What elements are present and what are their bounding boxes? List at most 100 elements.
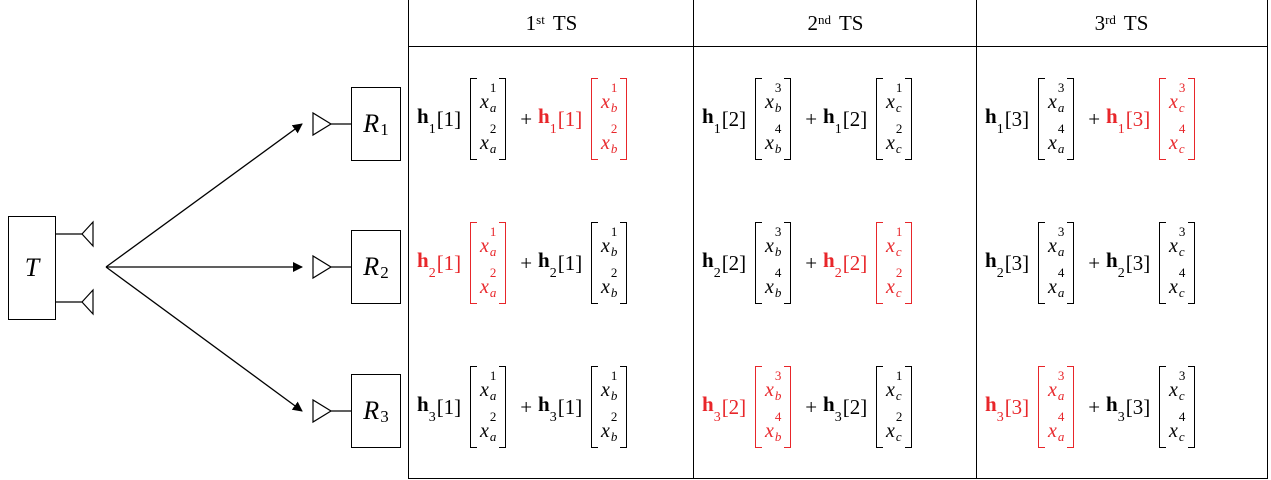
symbol-base: x: [1169, 379, 1178, 402]
symbol-subscript: a: [1057, 99, 1065, 115]
channel-user-index: 3: [834, 409, 842, 425]
symbol-subscript: a: [489, 428, 497, 444]
symbol-superscript: 2: [610, 408, 618, 424]
channel-user-index: 2: [1117, 265, 1125, 281]
channel-symbol: h2: [985, 248, 1004, 281]
symbol-base: x: [1047, 276, 1057, 299]
plus-sign: +: [1088, 394, 1101, 419]
channel-user-index: 1: [428, 121, 436, 137]
plus-sign: +: [520, 250, 533, 275]
symbol-base: x: [601, 91, 610, 114]
receiver-letter: R: [363, 396, 380, 425]
channel-symbol: h1: [538, 104, 557, 137]
channel-slot-index: [2]: [842, 394, 868, 419]
symbol-subscript: c: [895, 284, 902, 300]
symbol-base: x: [479, 235, 489, 258]
symbol-subscript: c: [895, 243, 902, 259]
transmitter-box: T: [8, 216, 56, 320]
symbol-subscript: c: [1178, 428, 1185, 444]
channel-slot-index: [3]: [1125, 106, 1151, 131]
channel-slot-index: [3]: [1004, 106, 1030, 131]
symbol-base: x: [886, 379, 895, 402]
symbol-superscript: 4: [774, 408, 782, 424]
symbol-subscript: c: [1178, 387, 1185, 403]
symbol-superscript: 4: [1178, 408, 1186, 424]
plus-sign: +: [1088, 250, 1101, 275]
link-arrow-r3: [105, 266, 303, 412]
symbol-subscript: c: [1178, 99, 1185, 115]
symbol-superscript: 4: [1178, 264, 1186, 280]
symbol-base: x: [1047, 235, 1057, 258]
symbol-subscript: a: [489, 243, 497, 259]
symbol-subscript: b: [610, 284, 618, 300]
symbol-base: x: [479, 91, 489, 114]
channel-slot-index: [2]: [842, 250, 868, 275]
channel-user-index: 1: [1117, 121, 1125, 137]
symbol-base: x: [601, 420, 610, 443]
plus-sign: +: [520, 394, 533, 419]
symbol-superscript: 2: [895, 408, 903, 424]
symbol-subscript: b: [774, 387, 782, 403]
symbol-base: x: [479, 379, 489, 402]
channel-symbol: h3: [417, 392, 436, 425]
channel-user-index: 3: [549, 409, 557, 425]
channel-user-index: 3: [428, 409, 436, 425]
channel-symbol: h3: [1106, 392, 1125, 425]
symbol-base: x: [764, 235, 774, 258]
symbol-base: x: [479, 132, 489, 155]
plus-sign: +: [805, 250, 818, 275]
symbol-base: x: [1169, 235, 1178, 258]
symbol-base: x: [886, 420, 895, 443]
channel-symbol: h1: [1106, 104, 1125, 137]
symbol-subscript: b: [610, 99, 618, 115]
symbol-subscript: b: [774, 284, 782, 300]
symbol-superscript: 2: [895, 264, 903, 280]
symbol-subscript: c: [1178, 243, 1185, 259]
channel-symbol: h3: [823, 392, 842, 425]
symbol-subscript: a: [1057, 387, 1065, 403]
channel-slot-index: [1]: [436, 106, 462, 131]
channel-user-index: 2: [428, 265, 436, 281]
channel-symbol: h2: [702, 248, 721, 281]
symbol-base: x: [479, 420, 489, 443]
column-divider: [976, 0, 977, 478]
channel-symbol: h2: [823, 248, 842, 281]
channel-symbol: h2: [538, 248, 557, 281]
channel-symbol: h2: [1106, 248, 1125, 281]
receiver-index: 3: [380, 407, 389, 426]
channel-slot-index: [1]: [557, 250, 583, 275]
symbol-superscript: 1: [610, 367, 618, 383]
symbol-superscript: 1: [895, 223, 903, 239]
channel-slot-index: [1]: [436, 250, 462, 275]
symbol-subscript: c: [1178, 284, 1185, 300]
channel-symbol: h1: [823, 104, 842, 137]
